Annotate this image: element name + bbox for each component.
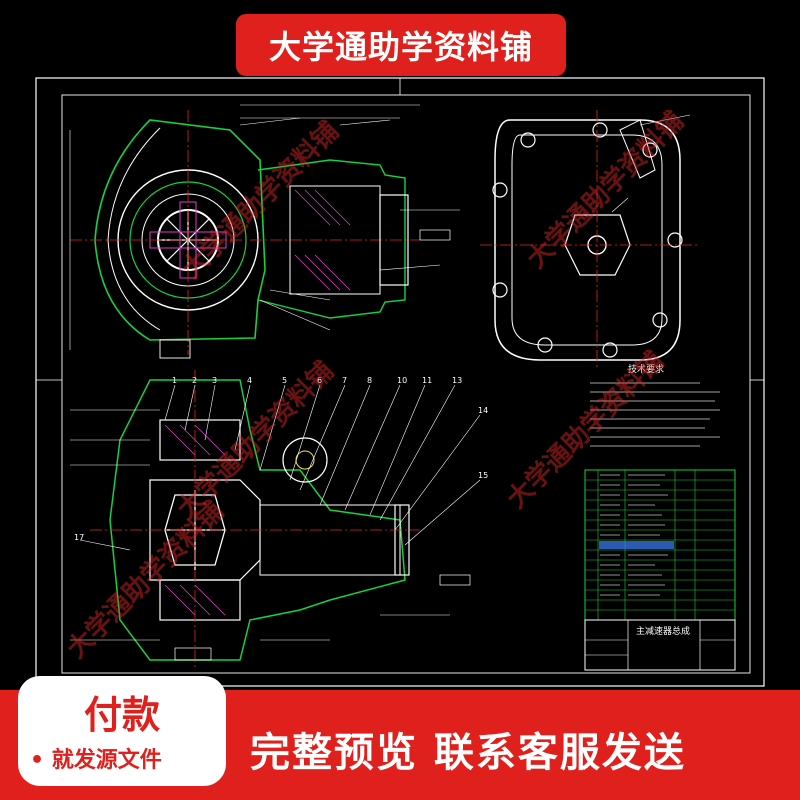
svg-text:1: 1 bbox=[172, 376, 177, 385]
svg-text:4: 4 bbox=[247, 376, 252, 385]
svg-text:2: 2 bbox=[192, 376, 197, 385]
svg-text:10: 10 bbox=[397, 376, 407, 385]
svg-text:17: 17 bbox=[74, 533, 84, 542]
pay-subtitle: • 就发源文件 bbox=[30, 748, 162, 773]
svg-text:14: 14 bbox=[478, 406, 488, 415]
top-left-section-view bbox=[69, 104, 460, 359]
svg-text:3: 3 bbox=[212, 376, 217, 385]
title-block-name: 主减速器总成 bbox=[636, 627, 691, 637]
title-block bbox=[584, 619, 736, 671]
technical-requirements-block bbox=[590, 382, 720, 447]
bottom-left-assembly-view: 1 2 3 4 5 6 7 8 10 11 13 14 15 17 bbox=[70, 370, 488, 670]
pay-title: 付款 bbox=[83, 693, 160, 737]
svg-text:8: 8 bbox=[367, 376, 372, 385]
svg-text:7: 7 bbox=[342, 376, 347, 385]
tech-requirements-title: 技术要求 bbox=[628, 365, 665, 375]
top-right-end-view bbox=[480, 110, 700, 370]
svg-text:15: 15 bbox=[478, 471, 488, 480]
svg-text:11: 11 bbox=[422, 376, 432, 385]
pay-box[interactable] bbox=[18, 676, 226, 786]
shop-name-banner: 大学通助学资料铺 bbox=[236, 14, 566, 76]
svg-text:6: 6 bbox=[317, 376, 322, 385]
svg-text:5: 5 bbox=[282, 376, 287, 385]
svg-text:13: 13 bbox=[452, 376, 462, 385]
inner-frame bbox=[61, 94, 751, 674]
contact-cta-text: 完整预览 联系客服发送 bbox=[250, 730, 686, 776]
bill-of-materials-table bbox=[584, 469, 736, 621]
